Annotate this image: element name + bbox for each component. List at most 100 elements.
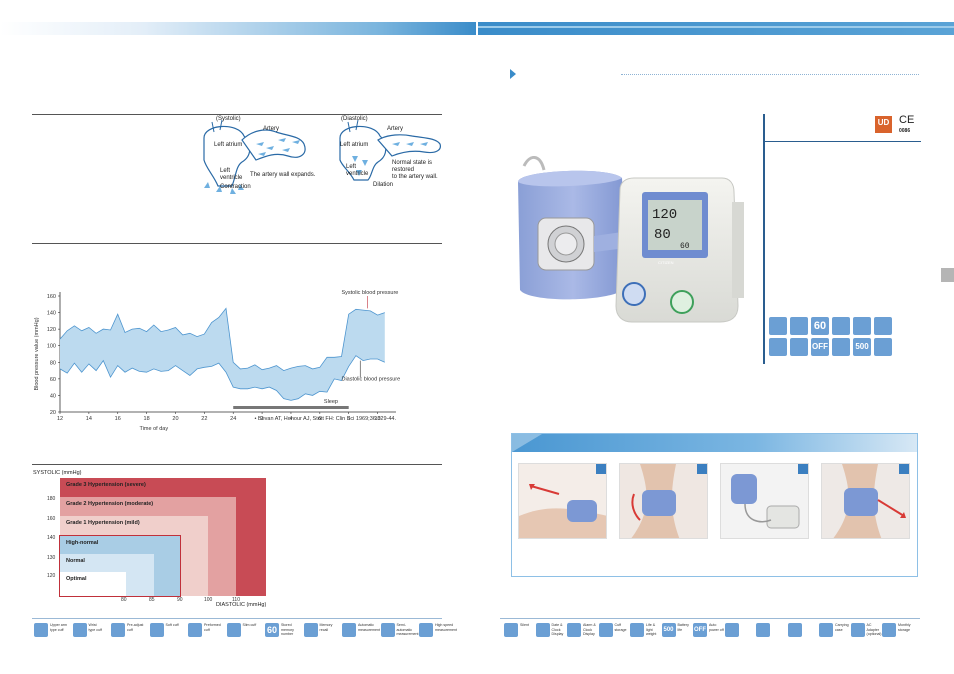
- product-photo: 120 80 60 CITIZEN: [510, 156, 748, 331]
- classification-x-title: DIASTOLIC (mmHg): [216, 602, 267, 608]
- heart-diagram-svg: [203, 119, 441, 194]
- diastolic-left-atrium-label: Left atrium: [340, 142, 369, 148]
- classification-y-tick: 180: [47, 496, 56, 502]
- footer-feature-label: Wrist type cuff: [88, 623, 103, 632]
- systolic-left-atrium-label: Left atrium: [214, 142, 243, 148]
- classification-y-tick: 160: [47, 516, 56, 522]
- heart-artery-diagram: (Systolic) Artery Left atrium Left ventr…: [196, 116, 446, 204]
- diastolic-dilation-label: Dilation: [373, 182, 394, 188]
- ce-mark: CE: [899, 114, 915, 126]
- footer-feature-label: AC Adapter (optional): [866, 623, 882, 636]
- footer-feature-label: Automatic measurement: [358, 623, 380, 632]
- footer-feature-label: Semi- automatic measurement: [396, 623, 419, 636]
- lcd-pulse-value: 60: [680, 242, 690, 251]
- section-divider: [32, 243, 442, 244]
- diastolic-left-ventricle-label: Left ventricle: [346, 164, 369, 177]
- footer-feature-icon: [756, 623, 770, 637]
- footer-feature-icon: [567, 623, 581, 637]
- ce-number: 0086: [899, 128, 911, 134]
- footer-feature-label: Memory recall: [319, 623, 333, 632]
- ud-logo: UD: [875, 116, 892, 133]
- step-1-illustration: [519, 464, 606, 538]
- systolic-expands-label: The artery wall expands.: [250, 172, 316, 178]
- feature-badge-value: OFF: [811, 338, 829, 356]
- footer-feature-icon: [149, 623, 164, 637]
- grade-label: Optimal: [66, 576, 87, 582]
- feature-badge-icon: [874, 338, 892, 356]
- footer-feature-label: Stored memory number: [281, 623, 294, 636]
- footer-feature-label: Alarm & Clock Display: [583, 623, 596, 636]
- dotted-divider: [621, 74, 919, 75]
- footer-feature-icon: [598, 623, 613, 637]
- footer-feature-icon: OFF: [693, 623, 707, 637]
- feature-badge-value: 60: [811, 317, 829, 335]
- how-to-header: [512, 434, 917, 452]
- footer-feature-label: Life & light weight: [646, 623, 657, 636]
- feature-badge-icon: [769, 317, 787, 335]
- classification-y-tick: 140: [47, 535, 56, 541]
- footer-feature-icon: [226, 623, 241, 637]
- y-tick-label: 100: [47, 344, 56, 350]
- step-photo-1: [518, 463, 607, 539]
- step-photo-3: [720, 463, 809, 539]
- grade-label: Grade 2 Hypertension (moderate): [66, 501, 154, 507]
- step-3-illustration: [721, 464, 808, 538]
- footer-feature-label: Silent: [520, 623, 529, 627]
- y-tick-label: 60: [50, 377, 56, 383]
- ud-logo-text: UD: [877, 118, 890, 127]
- y-tick-label: 40: [50, 393, 56, 399]
- x-tick-label: 6: [318, 416, 321, 422]
- how-to-use-panel: [511, 433, 918, 577]
- y-tick-label: 80: [50, 360, 56, 366]
- y-tick-label: 160: [47, 294, 56, 300]
- classification-x-tick: 110: [232, 597, 240, 603]
- feature-badge-icon: [832, 338, 850, 356]
- systolic-contraction-label: Contraction: [220, 184, 251, 190]
- step-2-illustration: [620, 464, 707, 538]
- diastolic-line: [59, 355, 385, 401]
- footer-feature-label: Monthly storage: [898, 623, 911, 632]
- footer-feature-icon: 500: [661, 623, 676, 637]
- footer-feature-icon: [850, 623, 865, 637]
- diastolic-artery-label: Artery: [387, 126, 404, 132]
- classification-x-tick: 85: [149, 597, 155, 603]
- footer-feature-icon: [504, 623, 518, 637]
- step-photo-4: [821, 463, 910, 539]
- footer-feature-label: Date & Clock Display: [551, 623, 564, 636]
- footer-feature-label: Upper arm type cuff: [50, 623, 67, 632]
- feature-badge-icon: [832, 317, 850, 335]
- systolic-annotation: Systolic blood pressure: [341, 290, 398, 296]
- classification-y-tick: 120: [47, 573, 56, 579]
- section-arrow-icon: [510, 69, 516, 79]
- footer-feature-icon: [342, 623, 356, 637]
- classification-y-tick: 130: [47, 555, 56, 561]
- header-gradient-bar-left: [0, 22, 476, 35]
- footer-feature-icon: [34, 623, 48, 637]
- footer-feature-icon: 60: [265, 623, 279, 637]
- lcd-dia-value: 80: [654, 227, 671, 243]
- footer-feature-icon: [535, 623, 550, 637]
- systolic-artery-label: Artery: [263, 126, 280, 132]
- classification-x-tick: 80: [121, 597, 127, 603]
- x-tick-label: 20: [172, 416, 178, 422]
- x-tick-label: 8: [347, 416, 350, 422]
- section-divider: [32, 114, 442, 115]
- feature-badge-value: 500: [853, 338, 871, 356]
- y-axis-title: Blood pressure value (mmHg): [34, 317, 40, 390]
- x-tick-label: 22: [201, 416, 207, 422]
- diastolic-heart: [339, 119, 441, 181]
- footer-feature-icon: [419, 623, 433, 637]
- footer-feature-label: Preformed cuff: [204, 623, 221, 632]
- lcd-sys-value: 120: [652, 207, 677, 223]
- grade-label: Grade 1 Hypertension (mild): [66, 520, 140, 526]
- classification-x-tick: 100: [204, 597, 213, 603]
- grade-region: [60, 572, 126, 596]
- footer-feature-label: Cuff storage: [614, 623, 627, 632]
- footer-feature-icon: [787, 623, 802, 637]
- section-divider: [32, 464, 442, 465]
- x-tick-label: 12: [57, 416, 63, 422]
- x-tick-label: 16: [115, 416, 121, 422]
- classification-y-title: SYSTOLIC (mmHg): [33, 470, 82, 476]
